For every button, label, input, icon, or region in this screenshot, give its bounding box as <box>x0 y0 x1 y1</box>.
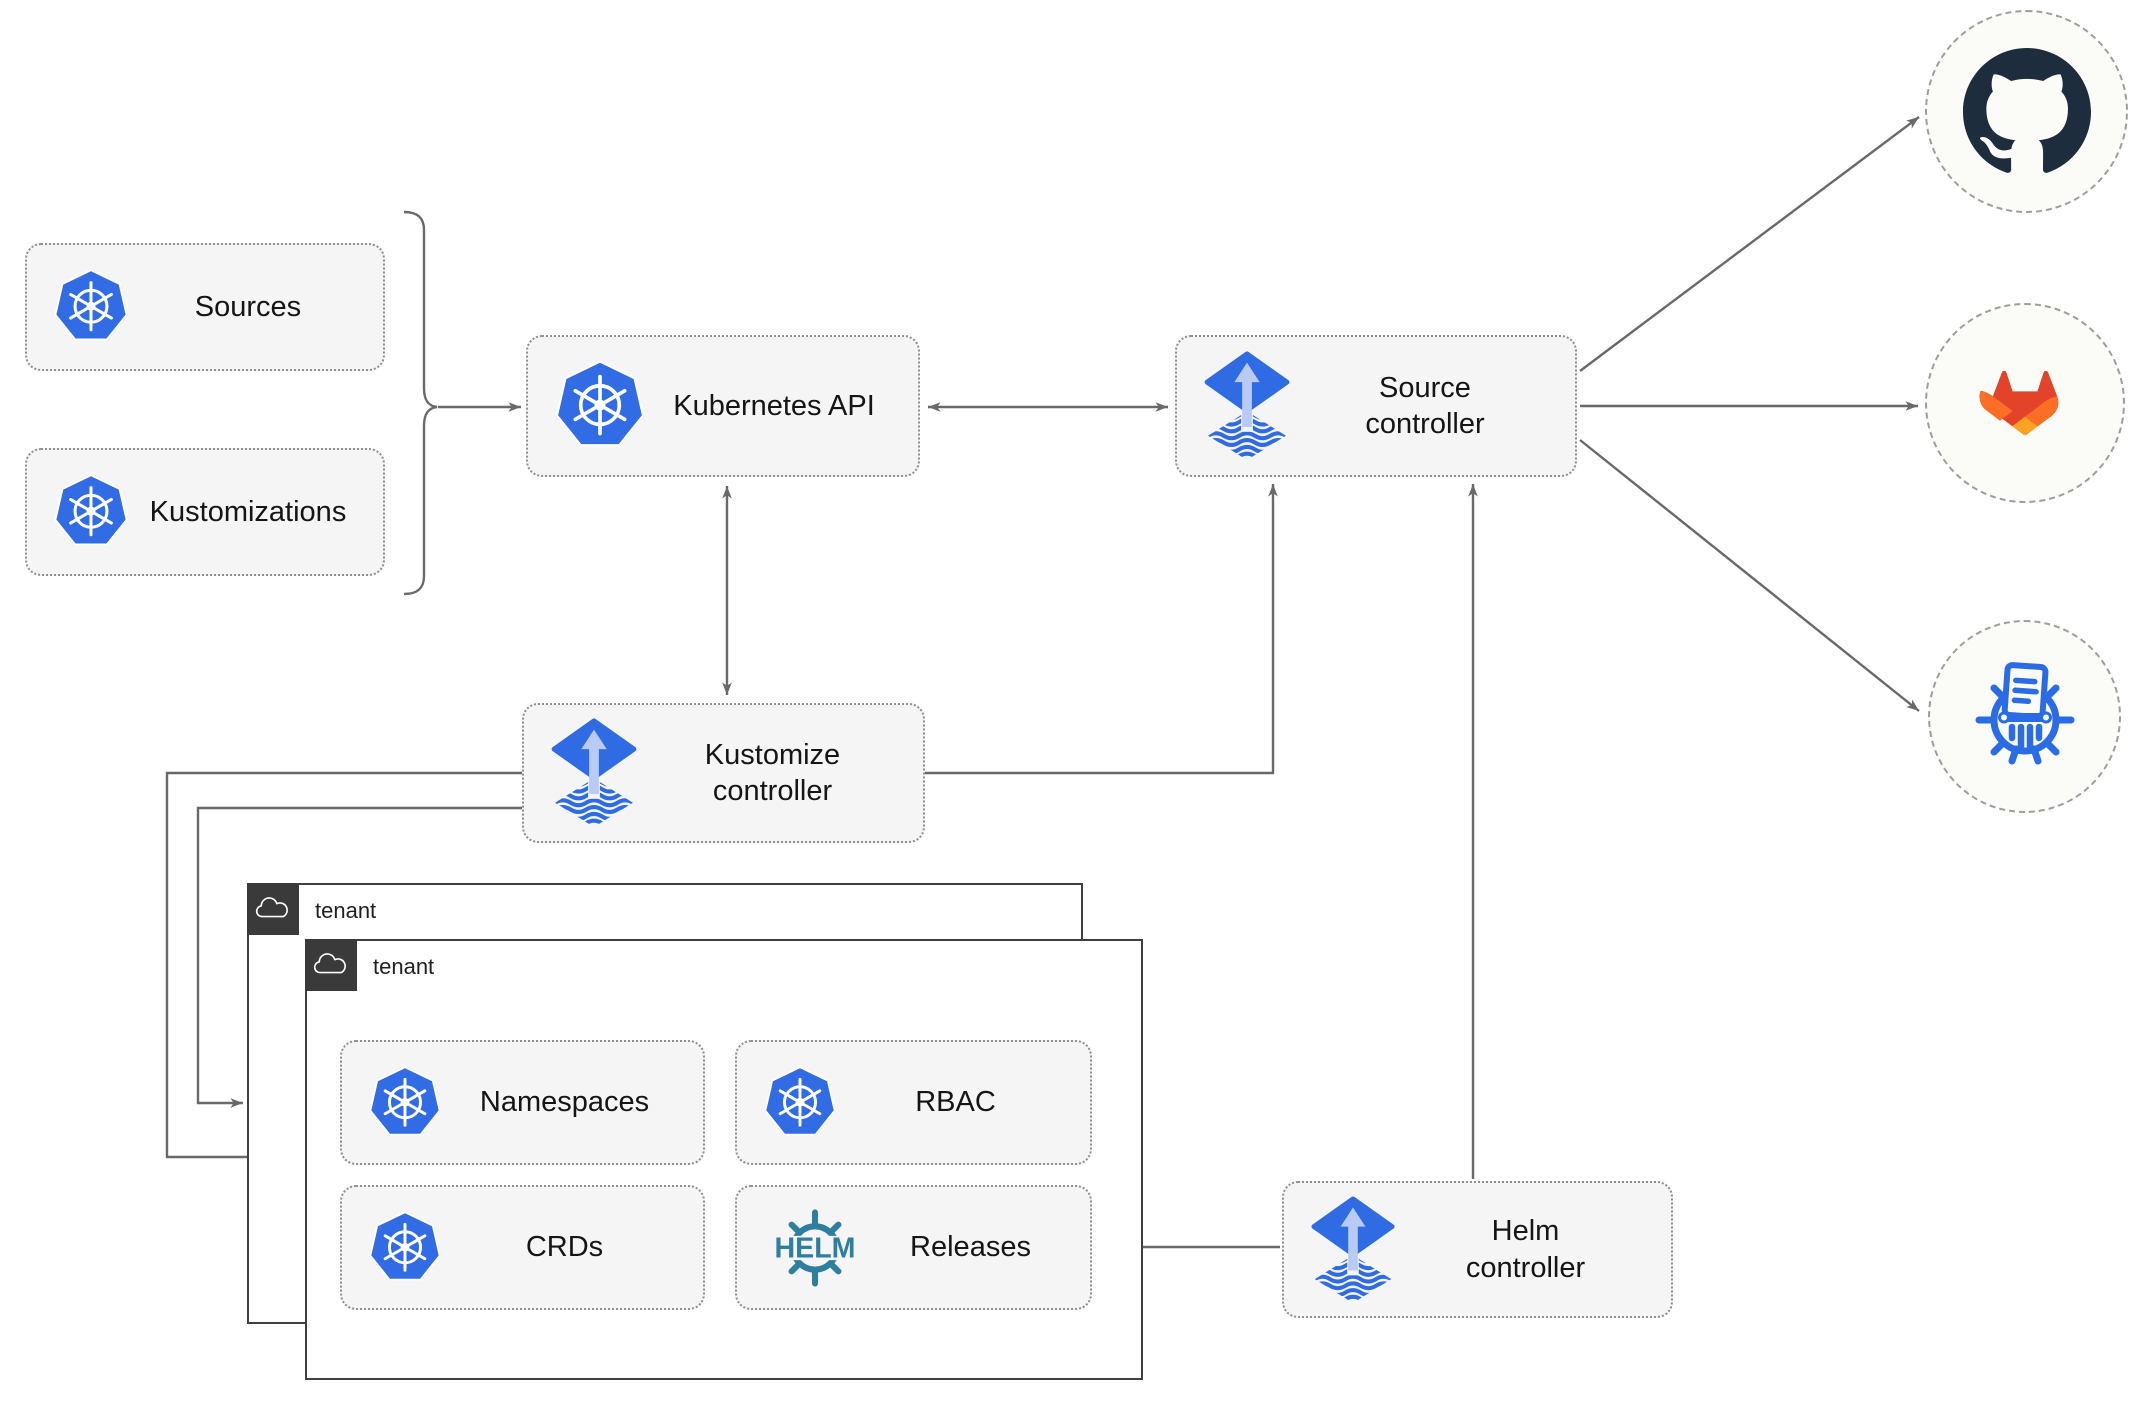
edge-source-to-github <box>1579 116 1920 372</box>
node-releases: HELM Releases <box>735 1185 1092 1310</box>
tenant-outer-badge <box>247 883 299 935</box>
chartmuseum-icon <box>1975 661 2074 764</box>
cloud-icon <box>254 895 292 923</box>
node-kustomizations: Kustomizations <box>25 448 385 576</box>
flux-icon <box>1203 350 1291 462</box>
node-sources-label: Sources <box>194 290 302 323</box>
node-kustomize-controller-label: Kustomize controller <box>704 738 841 807</box>
node-namespaces-label: Namespaces <box>479 1086 650 1119</box>
edge-kustomize-to-tenant-inner <box>165 771 522 1162</box>
kubernetes-icon <box>368 1066 442 1140</box>
tenant-inner-title: tenant <box>373 954 435 979</box>
cloud-icon <box>312 951 350 979</box>
node-namespaces: Namespaces <box>340 1040 705 1165</box>
flux-icon <box>1310 1195 1396 1305</box>
tenant-inner-badge <box>305 939 357 991</box>
node-rbac-label: RBAC <box>915 1086 996 1119</box>
node-kustomizations-label: Kustomizations <box>149 495 347 528</box>
edge-kustomize-to-tenant-outer <box>196 806 522 1108</box>
chartmuseum-node <box>1928 620 2121 813</box>
node-kubernetes-api-label: Kubernetes API <box>673 389 875 422</box>
github-node <box>1925 10 2128 213</box>
node-rbac: RBAC <box>735 1040 1092 1165</box>
flux-icon <box>550 717 638 829</box>
node-releases-label: Releases <box>910 1231 1031 1264</box>
node-sources: Sources <box>25 243 385 371</box>
gitlab-icon <box>1979 370 2059 436</box>
kubernetes-icon <box>53 269 129 345</box>
node-helm-controller: Helm controller <box>1282 1181 1673 1318</box>
node-kubernetes-api: Kubernetes API <box>526 335 920 477</box>
kubernetes-icon <box>763 1066 837 1140</box>
kubernetes-icon <box>368 1211 442 1285</box>
helm-icon: HELM <box>763 1208 867 1287</box>
node-kustomize-controller: Kustomize controller <box>522 703 925 843</box>
gitlab-node <box>1925 303 2125 503</box>
helm-logo-text: HELM <box>774 1232 855 1264</box>
edge-source-to-chartmuseum <box>1579 439 1920 712</box>
kubernetes-icon <box>554 360 646 452</box>
node-source-controller: Source controller <box>1175 335 1577 477</box>
kubernetes-icon <box>53 474 129 550</box>
edge-kustomize-to-source-controller <box>925 484 1278 775</box>
node-source-controller-label: Source controller <box>1365 371 1485 440</box>
node-crds-label: CRDs <box>525 1231 604 1264</box>
node-crds: CRDs <box>340 1185 705 1310</box>
node-helm-controller-label: Helm controller <box>1465 1215 1586 1284</box>
tenant-outer-title: tenant <box>315 898 377 923</box>
github-icon <box>1962 47 2091 173</box>
brace-sources-group <box>403 210 438 596</box>
